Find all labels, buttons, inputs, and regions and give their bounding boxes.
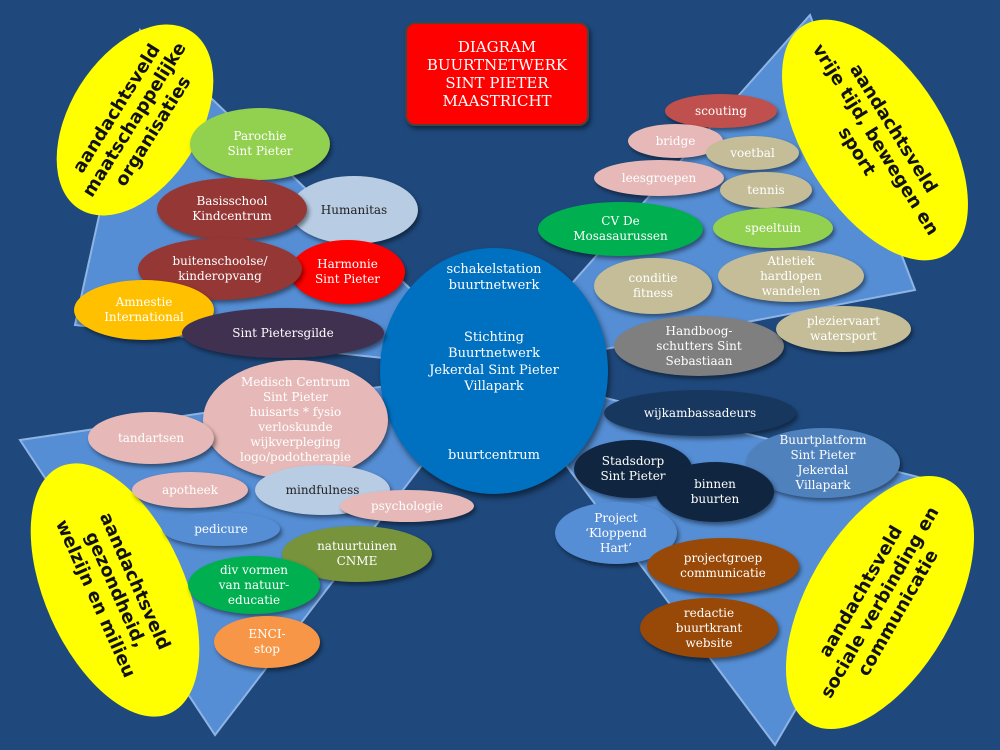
node-handboog: Handboog- schutters Sint Sebastiaan bbox=[614, 316, 784, 376]
node-wijkambassadeurs: wijkambassadeurs bbox=[604, 390, 796, 436]
node-plezier: plezier­vaart watersport bbox=[776, 306, 911, 352]
node-natuurtuinen: natuurtuinen CNME bbox=[282, 526, 432, 582]
center-line-2: Stichting Buurtnetwerk Jekerdal Sint Pie… bbox=[429, 330, 559, 394]
diagram-title: DIAGRAM BUURTNETWERK SINT PIETER MAASTRI… bbox=[405, 22, 589, 126]
node-binnen: binnen buurten bbox=[656, 462, 774, 522]
node-natuureducatie: div vormen van natuur- educatie bbox=[188, 556, 320, 614]
node-atletiek: Atletiek hardlopen wandelen bbox=[718, 250, 864, 302]
node-harmonie: Harmonie Sint Pieter bbox=[290, 240, 405, 304]
center-line-1: schakelstation buurtnetwerk bbox=[446, 262, 542, 294]
node-pedicure: pedicure bbox=[162, 512, 280, 546]
node-enci: ENCI- stop bbox=[214, 616, 320, 668]
node-mindfulness: mindfulness bbox=[255, 465, 390, 515]
node-psychologie: psychologie bbox=[340, 490, 474, 522]
node-scouting: scouting bbox=[665, 94, 777, 128]
node-basisschool: Basisschool Kindcentrum bbox=[157, 178, 307, 240]
node-apotheek: apotheek bbox=[132, 472, 248, 508]
center-line-3: buurtcentrum bbox=[448, 448, 540, 463]
node-leesgroepen: leesgroepen bbox=[594, 160, 724, 196]
node-projectgroep: projectgroep communicatie bbox=[647, 538, 799, 594]
node-humanitas: Humanitas bbox=[290, 176, 418, 244]
node-redactie: redactie buurtkrant website bbox=[640, 598, 778, 658]
node-medisch: Medisch Centrum Sint Pieter huisarts * f… bbox=[203, 360, 388, 480]
center-hub: schakelstation buurtnetwerk Stichting Bu… bbox=[380, 248, 608, 494]
node-tandartsen: tandartsen bbox=[88, 412, 214, 464]
node-conditie: conditie fitness bbox=[594, 258, 712, 314]
node-tennis: tennis bbox=[720, 172, 812, 208]
node-speeltuin: speeltuin bbox=[713, 208, 833, 248]
node-parochie: Parochie Sint Pieter bbox=[190, 108, 330, 180]
node-buurtplatform: Buurtplatform Sint Pieter Jekerdal Villa… bbox=[746, 428, 900, 498]
node-mosasaurussen: CV De Mosasaurussen bbox=[538, 202, 703, 256]
node-pietersgilde: Sint Pietersgilde bbox=[182, 308, 384, 358]
node-voetbal: voetbal bbox=[706, 136, 799, 170]
